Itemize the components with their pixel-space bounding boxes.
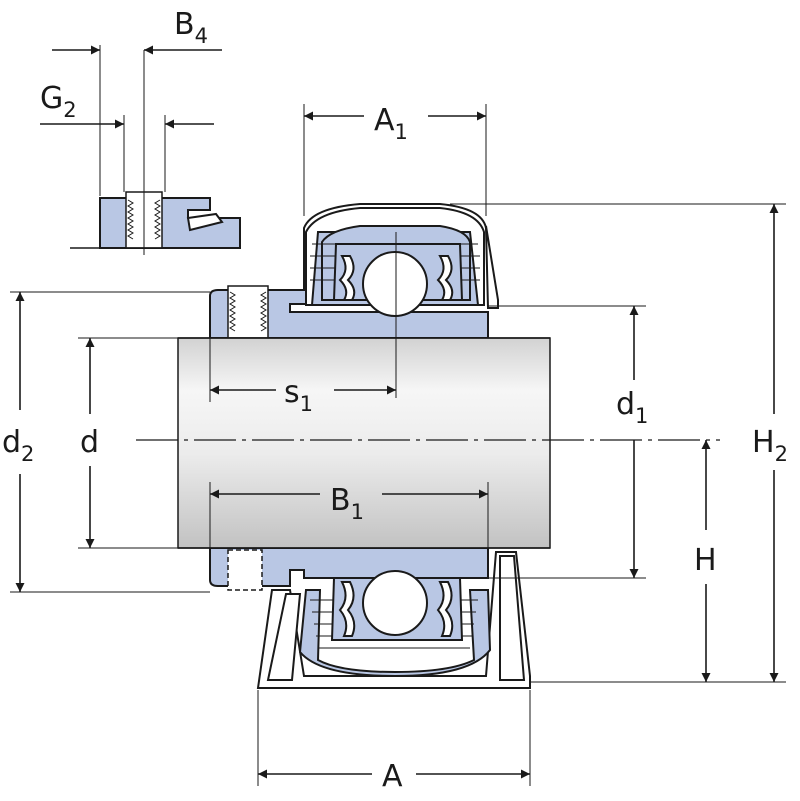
collar-detail-view — [70, 45, 241, 255]
label-b4: B4 — [174, 7, 208, 48]
dimension-b1: B1 — [209, 482, 489, 548]
label-b1: B1 — [330, 483, 364, 524]
label-d: d — [80, 425, 99, 460]
inner-ring-top — [209, 243, 489, 339]
dimension-b4: B4 — [52, 7, 222, 55]
dimension-h: H — [694, 440, 717, 682]
inner-ring-bottom — [209, 547, 489, 641]
dimension-s1: s1 — [209, 338, 396, 416]
label-g2: G2 — [40, 81, 77, 122]
dimension-g2: G2 — [40, 81, 214, 129]
dimension-a: A — [257, 690, 531, 794]
dimension-d: d — [78, 337, 178, 549]
dimension-h2: H2 — [450, 203, 788, 683]
label-h: H — [694, 543, 717, 578]
label-a: A — [382, 759, 403, 794]
label-s1: s1 — [284, 375, 313, 416]
label-d1: d1 — [616, 387, 648, 428]
dimension-a1: A1 — [303, 103, 487, 216]
label-d2: d2 — [2, 425, 34, 466]
label-h2: H2 — [752, 425, 788, 466]
dimension-d2: d2 — [2, 291, 210, 593]
dimension-d1: d1 — [488, 305, 648, 579]
label-a1: A1 — [374, 103, 408, 144]
